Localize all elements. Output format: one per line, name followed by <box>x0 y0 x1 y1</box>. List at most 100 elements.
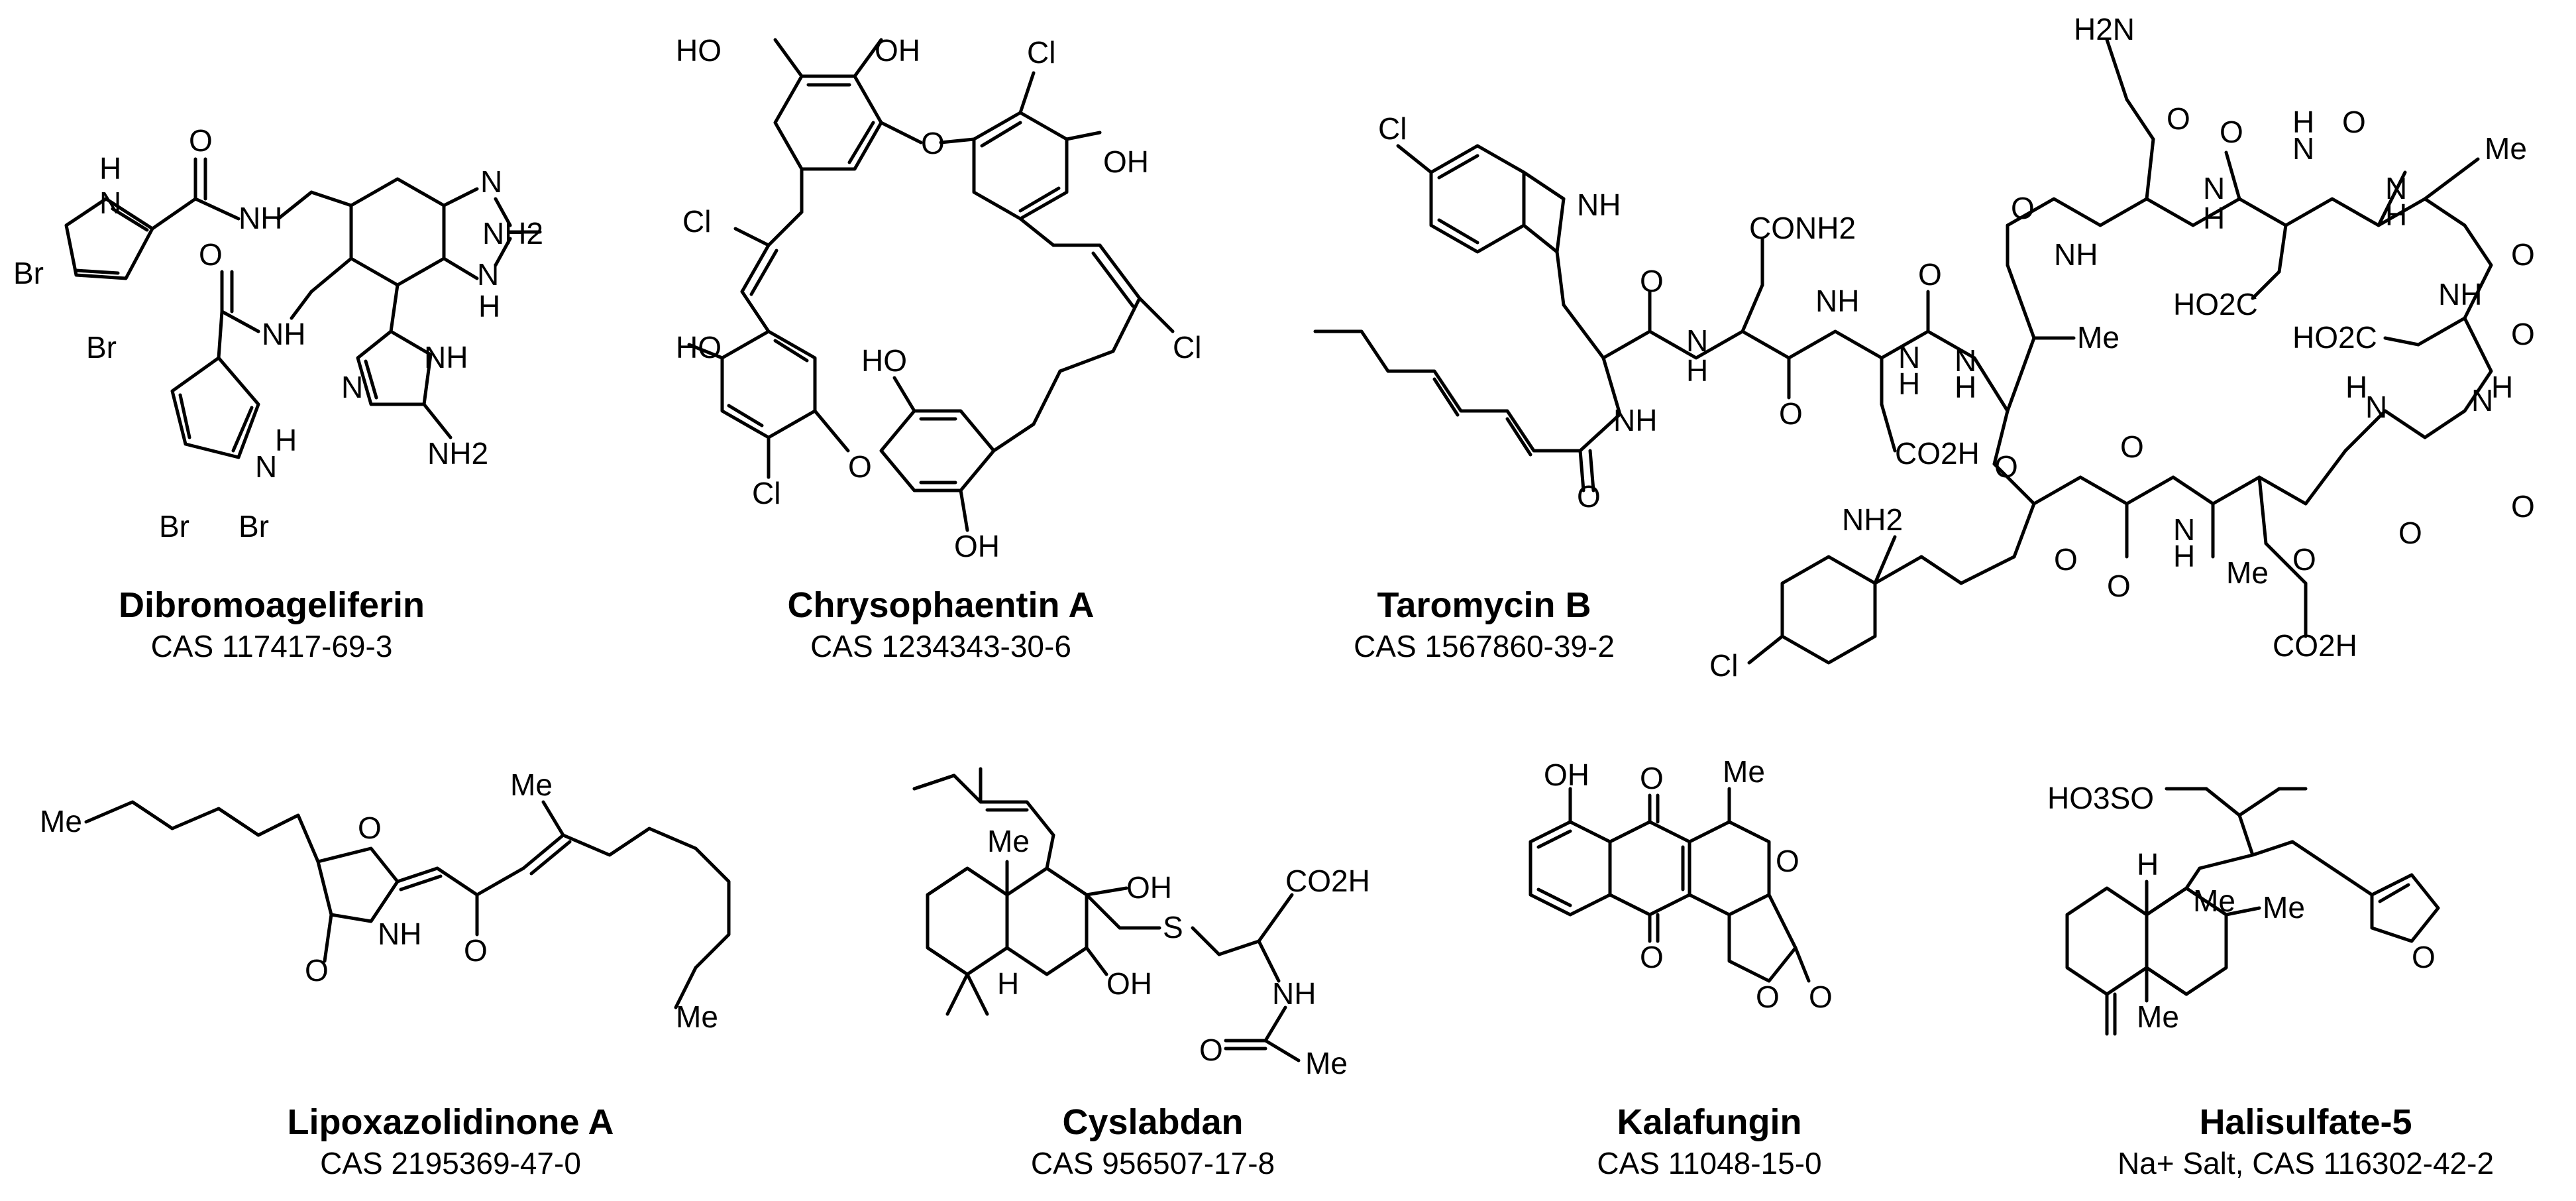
atom-h: H <box>2385 198 2407 232</box>
cas-number: CAS 1567860-39-2 <box>1354 629 1615 663</box>
atom-n: N <box>341 370 363 404</box>
cas-number: CAS 956507-17-8 <box>1030 1146 1275 1180</box>
atom-o: O <box>2220 115 2243 149</box>
atom-cl: Cl <box>1709 648 1738 683</box>
atom-n: N <box>99 186 121 220</box>
atom-h: H <box>1955 370 1976 404</box>
atom-s: S <box>1163 910 1183 944</box>
atom-nh: NH <box>2054 237 2098 272</box>
atom-h: H <box>997 966 1019 1001</box>
atom-conh2: CONH2 <box>1749 211 1856 245</box>
compound-name: Halisulfate-5 <box>2199 1102 2412 1142</box>
compound-kalafungin: OH O Me O O O O Kalafungin CAS 11048-15-… <box>1477 754 1941 1186</box>
compound-cyslabdan: Me OH S CO2H H OH NH O Me Cyslabdan CAS … <box>888 762 1418 1186</box>
atom-o: O <box>1779 396 1803 431</box>
atom-n: N <box>1955 343 1976 378</box>
compound-name: Kalafungin <box>1617 1102 1802 1142</box>
atom-h: H <box>99 151 121 186</box>
atom-o: O <box>2511 489 2535 524</box>
atom-br: Br <box>239 509 269 543</box>
caption-kalafungin: Kalafungin CAS 11048-15-0 <box>1477 1100 1941 1182</box>
compound-name: Cyslabdan <box>1062 1102 1244 1142</box>
atom-o: O <box>2120 429 2144 464</box>
compound-chrysophaentin-a: HO OH Cl OH Cl Cl Cl O O HO HO OH Chryso… <box>663 0 1219 676</box>
atom-nh2: NH2 <box>482 216 543 251</box>
caption-taromycin-b: Taromycin B CAS 1567860-39-2 <box>1299 583 1670 665</box>
atom-o: O <box>1640 761 1664 795</box>
structure-halisulfate-5: HO3SO O H Me Me Me <box>2041 762 2571 1080</box>
compound-name: Dibromoageliferin <box>118 585 425 625</box>
atom-h: H <box>2491 370 2513 404</box>
atom-nh: NH <box>262 317 305 351</box>
cas-number: CAS 2195369-47-0 <box>320 1146 581 1180</box>
atom-co2h: CO2H <box>1895 436 1980 471</box>
atom-me: Me <box>510 768 553 802</box>
atom-me: Me <box>2193 884 2235 918</box>
atom-ho3so: HO3SO <box>2047 781 2154 815</box>
atom-o: O <box>1640 940 1664 974</box>
compound-dibromoageliferin: Br Br Br Br H N NH O O NH N NH2 N H N H … <box>0 0 543 676</box>
atom-oh: OH <box>1103 144 1149 179</box>
atom-nh: NH <box>1577 188 1621 222</box>
atom-cl: Cl <box>752 476 780 510</box>
structure-chrysophaentin-a: HO OH Cl OH Cl Cl Cl O O HO HO OH <box>663 0 1219 570</box>
atom-me: Me <box>2077 320 2120 355</box>
atom-me: Me <box>676 1000 718 1034</box>
atom-oh: OH <box>1126 870 1172 905</box>
atom-o: O <box>921 126 945 160</box>
atom-ho: HO <box>861 343 907 378</box>
atom-n: N <box>2385 171 2407 205</box>
atom-oh: OH <box>875 33 920 68</box>
atom-me: Me <box>987 824 1030 858</box>
atom-o: O <box>464 933 488 968</box>
atom-n: N <box>2292 131 2314 166</box>
atom-o: O <box>2511 317 2535 351</box>
atom-nh2: NH2 <box>1842 502 1903 537</box>
atom-o: O <box>2398 516 2422 550</box>
structure-dibromoageliferin: Br Br Br Br H N NH O O NH N NH2 N H N H … <box>0 0 543 570</box>
atom-nh: NH <box>1272 976 1316 1011</box>
atom-h: H <box>2173 539 2195 573</box>
atom-co2h: CO2H <box>1285 864 1370 898</box>
atom-br: Br <box>159 509 189 543</box>
atom-me: Me <box>2226 555 2269 590</box>
atom-o: O <box>2292 542 2316 577</box>
atom-ho: HO <box>676 330 722 365</box>
atom-o: O <box>199 237 223 272</box>
atom-oh: OH <box>1544 758 1589 792</box>
atom-n: N <box>1898 340 1920 374</box>
atom-n: N <box>2203 171 2225 205</box>
compound-name: Taromycin B <box>1377 585 1591 625</box>
structure-lipoxazolidinone-a: Me O NH O O Me Me <box>40 762 861 1080</box>
atom-me: Me <box>2137 1000 2179 1034</box>
caption-chrysophaentin-a: Chrysophaentin A CAS 1234343-30-6 <box>663 583 1219 665</box>
atom-ho2c: HO2C <box>2173 287 2258 321</box>
atom-h: H <box>2137 847 2159 882</box>
atom-me: Me <box>2263 890 2305 925</box>
atom-o: O <box>1994 449 2018 484</box>
atom-o: O <box>2054 542 2078 577</box>
compound-name: Lipoxazolidinone A <box>287 1102 614 1142</box>
atom-nh2: NH2 <box>427 436 488 471</box>
atom-n: N <box>2365 390 2387 424</box>
atom-o: O <box>2342 105 2366 139</box>
atom-o: O <box>848 449 872 484</box>
atom-cl: Cl <box>1027 35 1055 70</box>
atom-h: H <box>1898 367 1920 401</box>
atom-n: N <box>480 164 502 199</box>
atom-n: N <box>2471 383 2493 418</box>
compound-lipoxazolidinone-a: Me O NH O O Me Me Lipoxazolidinone A CAS… <box>40 762 861 1186</box>
atom-oh: OH <box>954 529 1000 563</box>
atom-o: O <box>2167 101 2190 136</box>
atom-o: O <box>2511 237 2535 272</box>
atom-o: O <box>1776 844 1799 878</box>
compound-taromycin-b: Cl NH CONH2 NH H N O O NH O N H CO2H O O… <box>1299 0 2576 729</box>
atom-nh: NH <box>1815 284 1859 318</box>
atom-o: O <box>2107 569 2131 603</box>
atom-ho2c: HO2C <box>2292 320 2377 355</box>
atom-br: Br <box>86 330 117 365</box>
atom-n: N <box>255 449 277 484</box>
atom-br: Br <box>13 256 44 290</box>
atom-n: N <box>1686 323 1708 358</box>
cas-number: CAS 11048-15-0 <box>1597 1146 1822 1180</box>
